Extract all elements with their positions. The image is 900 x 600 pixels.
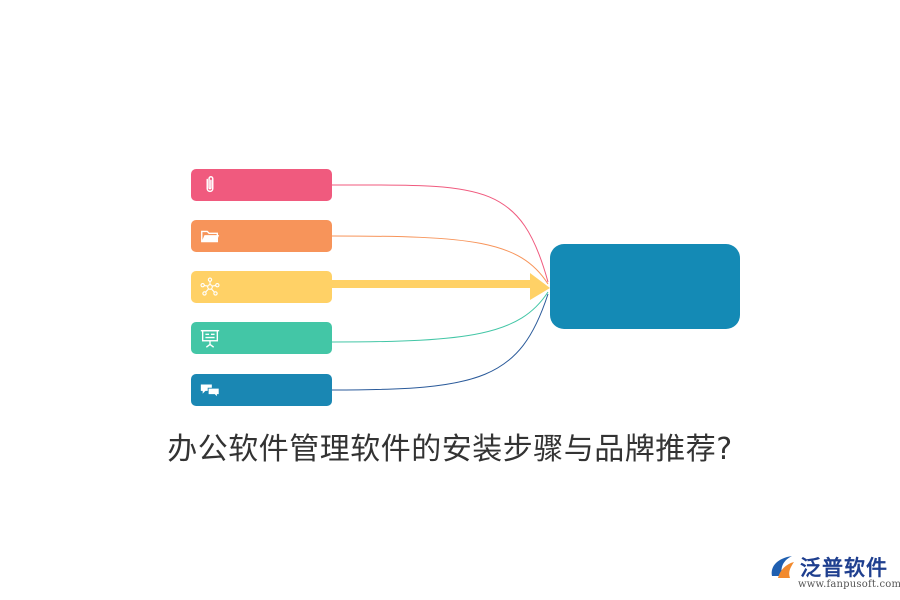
chat-icon: [200, 384, 220, 399]
connector-line-4: [331, 291, 549, 343]
item-bar-2: [191, 220, 332, 252]
brand-name: 泛普软件: [800, 556, 888, 580]
connector-line-2: [331, 235, 549, 285]
item-bar-1: [191, 169, 332, 201]
item-bar-4: [191, 322, 332, 354]
folder-icon: [201, 230, 220, 243]
item-bar-3: [191, 271, 332, 303]
connector-line-1: [331, 184, 549, 283]
connector-line-5: [331, 293, 549, 391]
item-bar-5: [191, 374, 332, 406]
brand-mark-icon: [771, 556, 794, 578]
paperclip-icon: [206, 176, 214, 193]
diagram-title: 办公软件管理软件的安装步骤与品牌推荐?: [167, 432, 733, 467]
presentation-icon: [200, 329, 220, 348]
brand-url: www.fanpusoft.com: [798, 579, 900, 590]
network-icon: [200, 277, 220, 296]
brand-logo[interactable]: 泛普软件 www.fanpusoft.com: [768, 550, 900, 594]
connector-arrowhead: [530, 273, 550, 300]
hub-box: [550, 244, 740, 329]
